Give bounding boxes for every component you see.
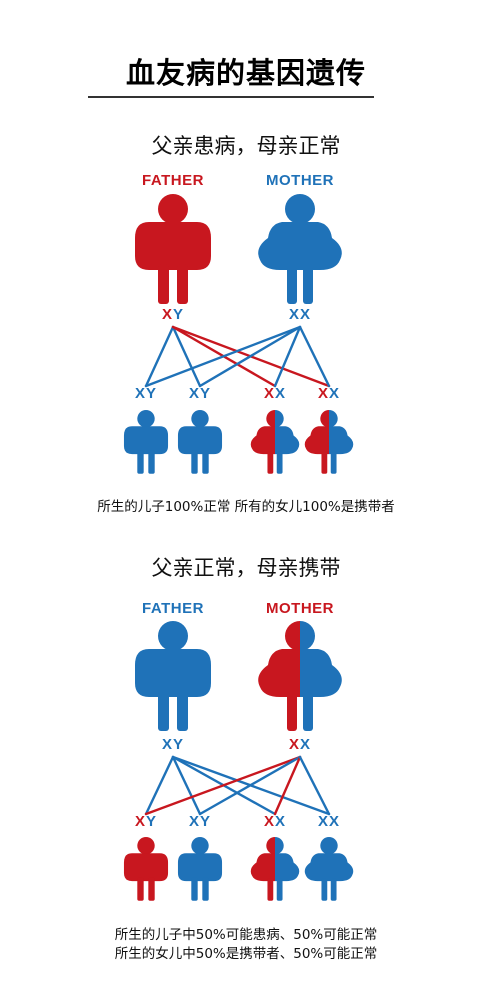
allele-x: X [188, 813, 200, 830]
scenario-1-link-mother-child-4 [298, 325, 331, 388]
scenario-1-mother-genotype: XX [270, 306, 330, 323]
allele-x: X [317, 385, 329, 402]
scenario-2-caption-1: 所生的儿子中50%可能患病、50%可能正常 [114, 927, 378, 943]
scenario-2-link-father-child-1 [144, 755, 175, 816]
title-underline [88, 96, 374, 98]
allele-x: X [300, 736, 312, 753]
allele-y: Y [200, 385, 212, 402]
scenario-1-link-mother-child-2 [198, 325, 302, 388]
scenario-2-link-mother-child-3 [273, 755, 302, 816]
allele-y: Y [173, 736, 185, 753]
allele-y: Y [200, 813, 212, 830]
allele-x: X [288, 306, 300, 323]
scenario-2-child-1-figure [123, 837, 169, 901]
allele-y: Y [173, 306, 185, 323]
scenario-2-mother-figure [258, 621, 342, 731]
scenario-1-child-3-genotype: XX [245, 385, 305, 402]
scenario-2-link-mother-child-1 [144, 755, 302, 816]
scenario-1-child-4-genotype: XX [299, 385, 359, 402]
allele-x: X [161, 306, 173, 323]
scenario-2-child-1-genotype: XY [116, 813, 176, 830]
allele-x: X [288, 736, 300, 753]
allele-x: X [188, 385, 200, 402]
scenario-2-caption-2: 所生的女儿中50%是携带者、50%可能正常 [114, 946, 378, 962]
scenario-2-link-mother-child-4 [298, 755, 331, 816]
scenario-2-child-4-figure [304, 837, 354, 901]
scenario-2-mother-genotype: XX [270, 736, 330, 753]
scenario-2-father-figure [135, 621, 211, 731]
allele-x: X [275, 813, 287, 830]
allele-y: Y [146, 813, 158, 830]
allele-y: Y [146, 385, 158, 402]
scenario-2-father-genotype: XY [143, 736, 203, 753]
scenario-1-child-4-figure [304, 410, 354, 474]
allele-x: X [134, 813, 146, 830]
allele-x: X [263, 813, 275, 830]
scenario-1-title: 父亲患病，母亲正常 [151, 134, 341, 158]
allele-x: X [329, 813, 341, 830]
scenario-1-mother-label: MOTHER [266, 172, 334, 189]
allele-x: X [275, 385, 287, 402]
scenario-1-caption-1: 所生的儿子100%正常 所有的女儿100%是携带者 [97, 499, 395, 515]
allele-x: X [300, 306, 312, 323]
scenario-1-father-label: FATHER [142, 172, 204, 189]
scenario-1-child-3-figure [250, 410, 300, 474]
scenario-1-father-figure [135, 194, 211, 304]
scenario-2-child-3-genotype: XX [245, 813, 305, 830]
scenario-1-link-father-child-1 [144, 325, 175, 388]
allele-x: X [263, 385, 275, 402]
scenario-1-link-father-child-2 [171, 325, 202, 388]
scenario-1-link-mother-child-1 [144, 325, 302, 388]
scenario-1-child-2-genotype: XY [170, 385, 230, 402]
scenario-2-father-label: FATHER [142, 600, 204, 617]
scenario-2-child-3-figure [250, 837, 300, 901]
scenario-1-mother-figure [258, 194, 342, 304]
allele-x: X [317, 813, 329, 830]
page-title: 血友病的基因遗传 [125, 56, 366, 90]
scenario-2-child-4-genotype: XX [299, 813, 359, 830]
scenario-2-mother-label: MOTHER [266, 600, 334, 617]
allele-x: X [161, 736, 173, 753]
scenario-2-link-father-child-2 [171, 755, 202, 816]
allele-x: X [134, 385, 146, 402]
allele-x: X [329, 385, 341, 402]
scenario-2-child-2-genotype: XY [170, 813, 230, 830]
scenario-1-link-mother-child-3 [273, 325, 302, 388]
scenario-1-father-genotype: XY [143, 306, 203, 323]
scenario-1-child-1-figure [123, 410, 169, 474]
scenario-2-child-2-figure [177, 837, 223, 901]
scenario-2-link-mother-child-2 [198, 755, 302, 816]
scenario-1-child-2-figure [177, 410, 223, 474]
scenario-2-title: 父亲正常，母亲携带 [151, 556, 341, 580]
scenario-1-child-1-genotype: XY [116, 385, 176, 402]
